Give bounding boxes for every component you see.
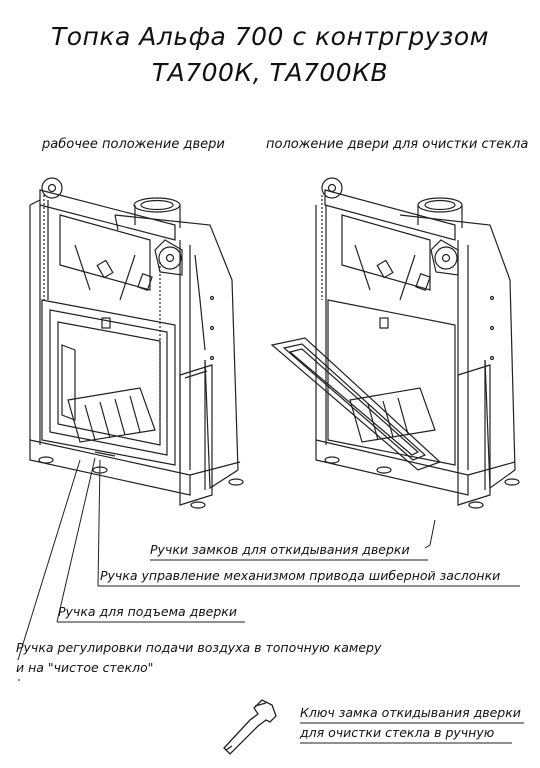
label-key-1: Ключ замка откидывания дверки	[300, 705, 521, 720]
wrench-icon	[223, 699, 277, 755]
label-key-2: для очистки стекла в ручную	[300, 725, 495, 740]
label-lift-handle: Ручка для подъема дверки	[58, 604, 237, 619]
label-air-handle-2: и на "чистое стекло"	[16, 660, 154, 675]
caption-right: положение двери для очистки стекла	[266, 137, 529, 152]
fireplace-right	[270, 177, 520, 509]
leader-lines	[17, 457, 524, 744]
caption-left: рабочее положение двери	[42, 137, 225, 152]
label-lock-handles: Ручки замков для откидывания дверки	[150, 542, 410, 557]
fireplace-left	[29, 177, 244, 509]
title-line-2: ТА700К, ТА700КВ	[151, 58, 389, 87]
title-line-1: Топка Альфа 700 с контргрузом	[50, 22, 489, 51]
label-air-handle-1: Ручка регулировки подачи воздуха в топоч…	[16, 640, 382, 655]
label-damper-handle: Ручка управление механизмом привода шибе…	[100, 568, 501, 583]
